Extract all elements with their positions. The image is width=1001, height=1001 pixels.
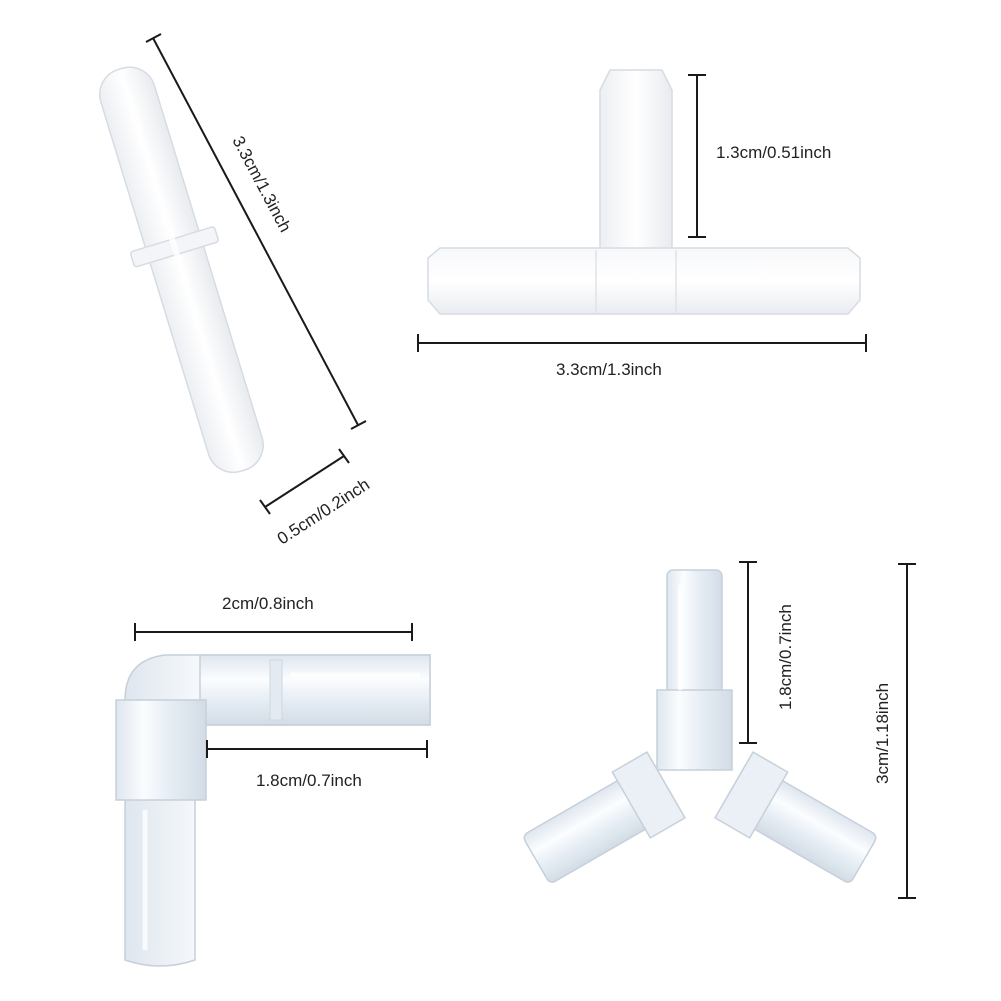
elbow-arm-label: 1.8cm/0.7inch bbox=[256, 771, 362, 790]
elbow-connector-part bbox=[115, 654, 431, 967]
elbow-width-label: 2cm/0.8inch bbox=[222, 594, 314, 613]
tee-connector-part bbox=[427, 69, 861, 315]
straight-connector-part bbox=[99, 66, 264, 474]
tee-height-dimension: 1.3cm/0.51inch bbox=[688, 74, 831, 238]
tee-width-dimension: 3.3cm/1.3inch bbox=[417, 334, 867, 379]
y-height-dimension: 3cm/1.18inch bbox=[873, 563, 916, 899]
y-height-label: 3cm/1.18inch bbox=[873, 683, 892, 784]
tee-height-label: 1.3cm/0.51inch bbox=[716, 143, 831, 162]
elbow-arm-dimension: 1.8cm/0.7inch bbox=[206, 740, 428, 790]
y-arm-label: 1.8cm/0.7inch bbox=[776, 604, 795, 710]
straight-diameter-label: 0.5cm/0.2inch bbox=[274, 475, 373, 549]
y-connector-part bbox=[523, 569, 877, 883]
straight-length-label: 3.3cm/1.3inch bbox=[228, 133, 294, 235]
straight-diameter-dimension: 0.5cm/0.2inch bbox=[259, 448, 373, 549]
elbow-width-dimension: 2cm/0.8inch bbox=[134, 594, 413, 641]
y-arm-dimension: 1.8cm/0.7inch bbox=[739, 561, 795, 744]
tee-width-label: 3.3cm/1.3inch bbox=[556, 360, 662, 379]
